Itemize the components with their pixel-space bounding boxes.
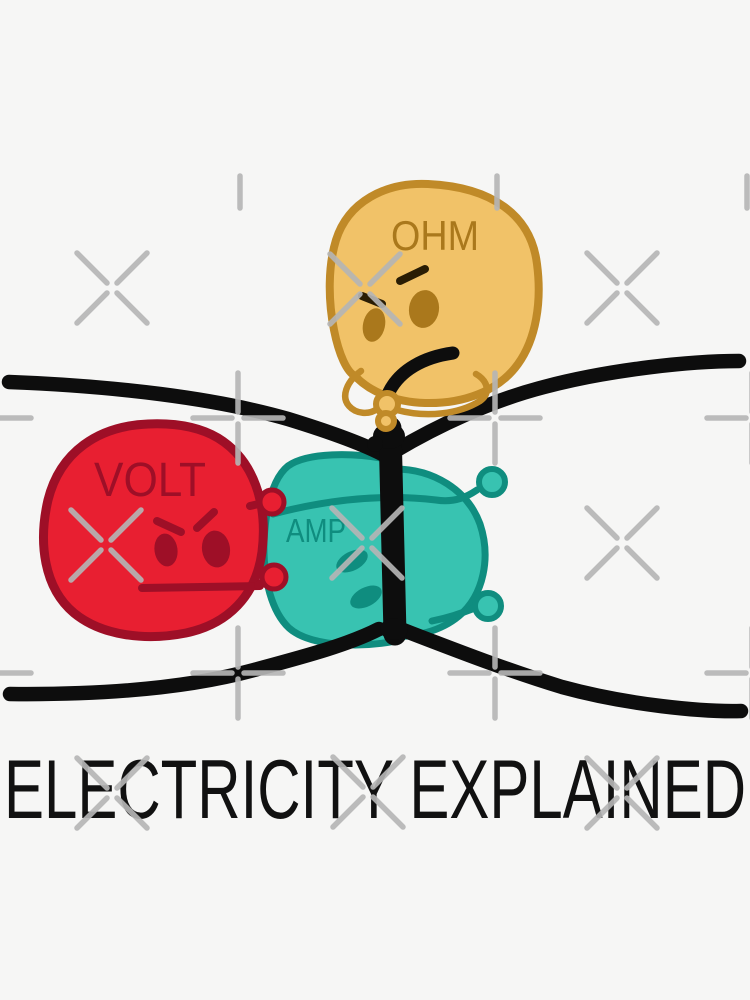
volt-right-eye (201, 530, 231, 568)
wire-top-right (387, 353, 747, 459)
volt-lower-hand (259, 562, 289, 592)
volt-right-eyebrow (193, 508, 218, 532)
gate-bottom-joint (380, 618, 408, 640)
amp-lower-hand (472, 590, 504, 622)
gate-top-bump (367, 436, 383, 452)
ohm-body (325, 179, 543, 408)
amp-lower-arm (428, 604, 479, 625)
character-ohm: OHM (325, 179, 543, 408)
ohm-left-eye (362, 308, 386, 342)
amp-upper-arm (269, 486, 481, 518)
character-amp: AMP (260, 451, 508, 649)
volt-mouth (138, 582, 264, 592)
ohm-right-eyebrow (396, 265, 429, 285)
lasso-knot-lower (375, 410, 397, 432)
amp-label: AMP (286, 512, 346, 550)
volt-left-eye (154, 533, 178, 567)
gate-bar (378, 416, 407, 646)
lasso-right-swing (393, 370, 490, 418)
wire-top-left (1, 374, 394, 464)
ohm-label: OHM (391, 212, 479, 259)
volt-label: VOLT (94, 453, 206, 507)
wire-bottom-right (390, 620, 749, 719)
ohm-lasso (342, 367, 490, 432)
volt-upper-hand (257, 487, 287, 517)
amp-right-eye (350, 585, 382, 609)
ohm-right-eye (408, 290, 440, 328)
watermark-layer (0, 173, 750, 828)
character-volt: VOLT (39, 419, 289, 641)
lasso-left-loop (342, 367, 381, 417)
volt-left-eyebrow (153, 517, 185, 536)
amp-upper-hand (476, 466, 508, 498)
